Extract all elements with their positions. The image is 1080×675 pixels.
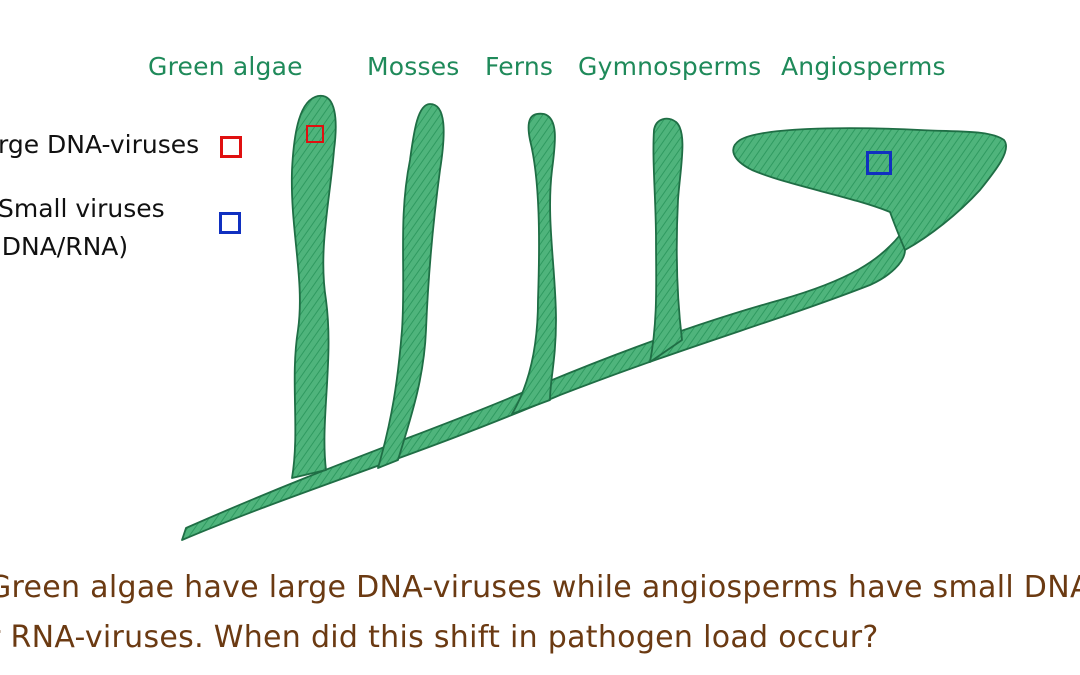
legend-large-dna-viruses: rge DNA-viruses [0, 130, 199, 159]
label-angiosperms: Angiosperms [781, 52, 946, 81]
question-line-2: r RNA-viruses. When did this shift in pa… [0, 620, 879, 655]
branch-green-algae [292, 96, 336, 478]
legend-swatch-red [220, 136, 242, 158]
label-ferns: Ferns [485, 52, 553, 81]
legend-swatch-blue [219, 212, 241, 234]
legend-small-viruses-types: (DNA/RNA) [0, 232, 128, 261]
marker-small-viruses [866, 151, 892, 175]
label-mosses: Mosses [367, 52, 460, 81]
legend-small-viruses: Small viruses [0, 194, 165, 223]
branch-angiosperms [733, 128, 1006, 250]
branch-ferns [512, 114, 556, 414]
label-green-algae: Green algae [148, 52, 303, 81]
branch-gymnosperms [650, 119, 682, 362]
label-gymnosperms: Gymnosperms [578, 52, 761, 81]
question-line-1: Green algae have large DNA-viruses while… [0, 570, 1080, 605]
marker-large-dna-viruses [306, 125, 324, 143]
branch-mosses [378, 104, 444, 468]
